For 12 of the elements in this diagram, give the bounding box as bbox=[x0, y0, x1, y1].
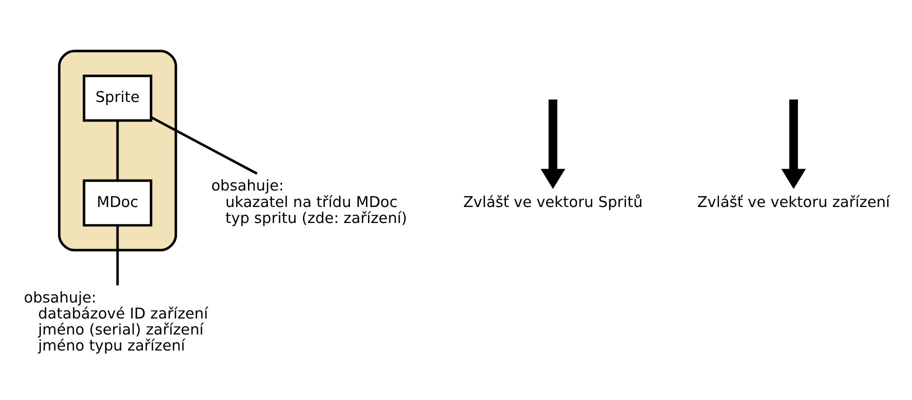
node-text: obsahuje: databázové ID zařízení jméno (serial) zařízení jméno typu zařízení bbox=[23, 288, 208, 354]
node-text: obsahuje: ukazatel na třídu MDoc typ spritu (zde: zařízení) bbox=[210, 176, 407, 226]
node-box: MDoc bbox=[82, 178, 152, 226]
arrow bbox=[540, 98, 565, 188]
node-text: Zvlášť ve vektoru zařízení bbox=[696, 192, 890, 210]
connector bbox=[150, 116, 258, 174]
connector bbox=[116, 120, 118, 180]
node-box: Sprite bbox=[82, 74, 152, 122]
cluster bbox=[58, 49, 177, 251]
arrow bbox=[780, 98, 806, 188]
connector bbox=[116, 225, 118, 285]
node-text: Zvlášť ve vektoru Spritů bbox=[462, 192, 642, 210]
